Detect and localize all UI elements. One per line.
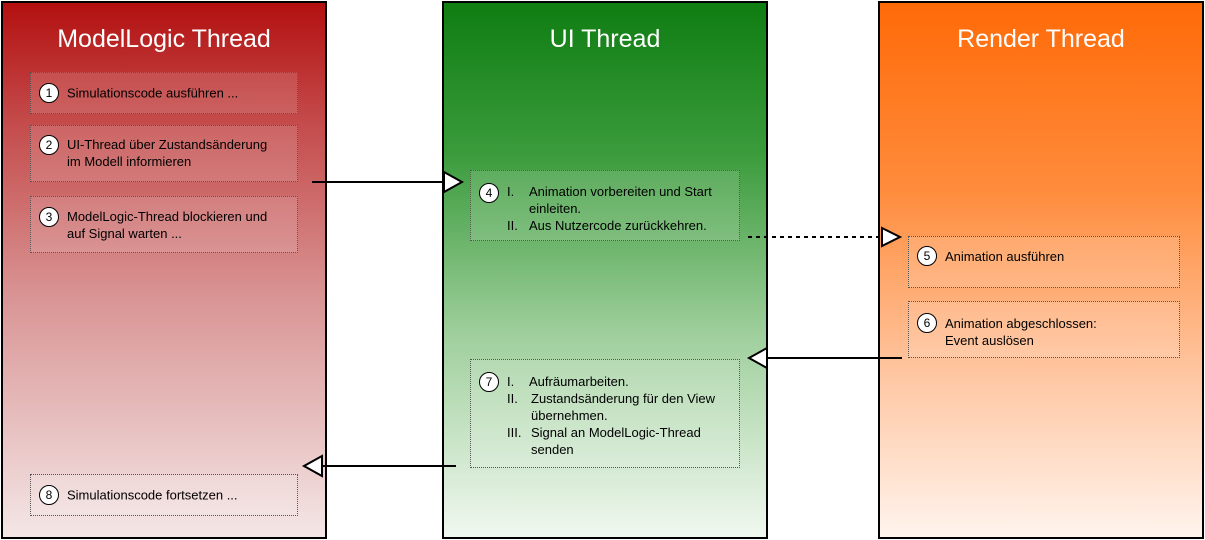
ui-thread-column: UI Thread [442, 1, 768, 539]
step-3-line-2: auf Signal warten ... [67, 226, 182, 241]
ui-thread-title: UI Thread [549, 25, 661, 53]
step-7-box: 7 I.Aufräumarbeiten. II.Zustandsänderung… [470, 359, 740, 468]
step-4-item-1: I.Animation vorbereiten und Start einlei… [507, 184, 712, 216]
step-4-number: 4 [479, 183, 499, 203]
step-5-number: 5 [917, 246, 937, 266]
step-7-item-3: III.Signal an ModelLogic-Thread senden [507, 425, 701, 457]
step-4-item-2: II.Aus Nutzercode zurückkehren. [507, 218, 707, 233]
render-thread-title: Render Thread [957, 25, 1125, 53]
step-1-box: 1 Simulationscode ausführen ... [30, 72, 298, 114]
step-2-box: 2 UI-Thread über Zustandsänderung im Mod… [30, 125, 298, 182]
step-6-line-2: Event auslösen [945, 333, 1034, 348]
step-4-list: I.Animation vorbereiten und Start einlei… [507, 183, 735, 234]
step-7-item-1: I.Aufräumarbeiten. [507, 374, 629, 389]
modellogic-thread-title: ModelLogic Thread [57, 25, 271, 53]
step-2-line-2: im Modell informieren [67, 154, 192, 169]
render-thread-column: Render Thread [878, 1, 1204, 539]
step-6-box: 6 Animation abgeschlossen: Event auslöse… [908, 301, 1180, 358]
step-7-number: 7 [479, 372, 499, 392]
step-7-list: I.Aufräumarbeiten. II.Zustandsänderung f… [507, 373, 735, 458]
step-8-number: 8 [39, 485, 59, 505]
step-3-box: 3 ModelLogic-Thread blockieren und auf S… [30, 196, 298, 253]
step-8-box: 8 Simulationscode fortsetzen ... [30, 474, 298, 516]
arrow-model-to-ui [312, 170, 465, 194]
step-1-text: Simulationscode ausführen ... [67, 85, 239, 101]
step-2-number: 2 [39, 135, 59, 155]
step-5-text: Animation ausführen [945, 249, 1065, 264]
step-2-line-1: UI-Thread über Zustandsänderung [67, 137, 268, 152]
step-6-line-1: Animation abgeschlossen: [945, 316, 1097, 331]
step-6-number: 6 [917, 313, 937, 333]
step-7-item-2: II.Zustandsänderung für den View überneh… [507, 391, 716, 423]
step-3-line-1: ModelLogic-Thread blockieren und [67, 209, 268, 224]
step-1-number: 1 [39, 83, 59, 103]
step-3-number: 3 [39, 207, 59, 227]
step-5-box: 5 Animation ausführen [908, 236, 1180, 288]
step-8-text: Simulationscode fortsetzen ... [67, 487, 238, 503]
step-4-box: 4 I.Animation vorbereiten und Start einl… [470, 170, 740, 241]
